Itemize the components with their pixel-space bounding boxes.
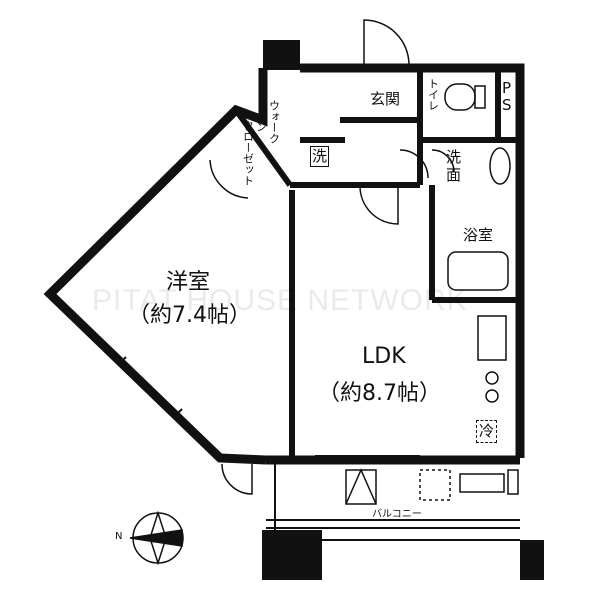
compass — [129, 510, 184, 566]
toilet-label: トイレ — [426, 78, 440, 111]
bottom-left-column — [262, 530, 322, 580]
windows — [119, 356, 420, 464]
balcony-label: バルコニー — [372, 509, 422, 520]
doors — [209, 19, 455, 495]
stove-burner-2 — [485, 389, 499, 403]
kitchen-sink — [477, 315, 507, 361]
bathroom-label: 浴室 — [463, 226, 494, 244]
western-room-name: 洋室 — [166, 270, 211, 295]
compass-label: N — [115, 531, 123, 542]
washroom-label: 洗面 — [446, 148, 462, 184]
washer-label: 洗 — [310, 146, 330, 167]
ps-label: PS — [502, 79, 512, 114]
closet-label-2: イン — [254, 110, 268, 132]
water-heater — [459, 473, 505, 493]
top-column — [263, 40, 300, 70]
fridge-label: 冷 — [476, 420, 498, 443]
exterior-walls — [43, 63, 525, 465]
closet-label-3: クローゼット — [241, 120, 255, 186]
bathtub — [447, 251, 509, 291]
fixtures — [345, 83, 519, 505]
closet-label-1: ウォーク — [267, 100, 281, 144]
balcony — [266, 464, 520, 541]
interior-walls — [233, 68, 520, 458]
wall-closet-diagonal — [233, 108, 293, 187]
entrance-label: 玄関 — [370, 90, 401, 108]
stove-burner-1 — [485, 371, 499, 385]
east-outer-wall — [300, 63, 525, 458]
western-room-outer-wall — [43, 68, 268, 465]
toilet-fixture — [444, 83, 476, 111]
western-room-area: （約7.4帖） — [128, 303, 251, 328]
bottom-right-column — [520, 540, 544, 580]
outdoor-unit — [419, 469, 451, 501]
toilet-tank — [474, 85, 486, 109]
meter-box — [507, 469, 519, 495]
watermark: PITAT HOUSE NETWORK — [92, 284, 468, 317]
wash-basin — [489, 147, 511, 185]
ac-unit-mark — [345, 468, 377, 505]
ac-unit — [345, 469, 377, 505]
ldk-name: LDK — [362, 344, 406, 369]
ldk-area: （約8.7帖） — [318, 381, 441, 406]
